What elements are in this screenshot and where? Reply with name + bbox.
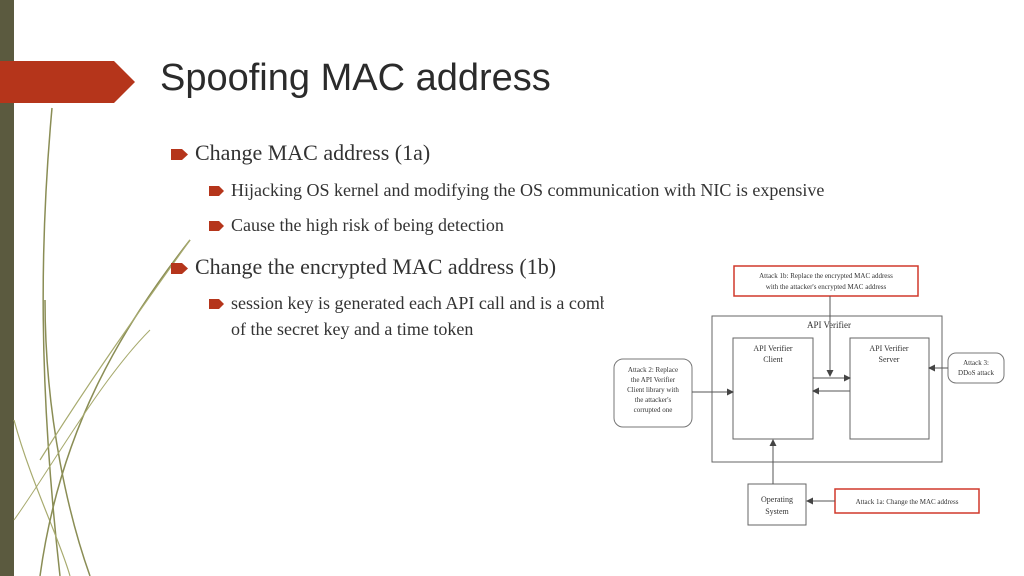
client-line2: Client <box>763 355 783 364</box>
server-box <box>849 337 930 440</box>
client-line1: API Verifier <box>753 344 793 353</box>
os-box <box>747 483 807 526</box>
sub-bullet-1-1: Hijacking OS kernel and modifying the OS… <box>209 180 824 201</box>
attack-3-line2: DDoS attack <box>958 369 994 377</box>
attack-3-box <box>947 352 1005 384</box>
title-accent-arrow <box>0 61 135 103</box>
attack-diagram: Attack 1b: Replace the encrypted MAC add… <box>604 264 1007 541</box>
decorative-curves <box>13 107 191 576</box>
sub-bullet-text-continuation: of the secret key and a time token <box>231 319 474 339</box>
sub-bullet-text: Cause the high risk of being detection <box>231 215 504 235</box>
arrow-bullet-icon <box>171 263 188 274</box>
os-line1: Operating <box>761 495 793 504</box>
attack-1b-box <box>733 265 919 297</box>
sub-bullet-2-1: session key is generated each API call a… <box>209 293 659 314</box>
slide-title: Spoofing MAC address <box>160 57 551 99</box>
attack-2-line2: the API Verifier <box>631 376 676 384</box>
sub-bullet-1-2: Cause the high risk of being detection <box>209 215 504 236</box>
server-line2: Server <box>879 355 900 364</box>
attack-1a-box <box>834 488 980 514</box>
bullet-1-text: Change MAC address (1a) <box>195 140 431 165</box>
server-line1: API Verifier <box>869 344 909 353</box>
arrow-bullet-icon <box>209 186 224 196</box>
bullet-1: Change MAC address (1a) <box>171 140 430 166</box>
attack-2-line1: Attack 2: Replace <box>628 366 678 374</box>
attack-2-box <box>613 358 693 428</box>
sub-bullet-text: Hijacking OS kernel and modifying the OS… <box>231 180 825 200</box>
attack-2-line5: corrupted one <box>634 406 673 414</box>
api-verifier-label: API Verifier <box>807 320 851 330</box>
sub-bullet-text: session key is generated each API call a… <box>231 293 659 313</box>
client-box <box>732 337 814 440</box>
attack-1b-line2: with the attacker's encrypted MAC addres… <box>766 283 887 291</box>
os-line2: System <box>765 507 789 516</box>
attack-2-line4: the attacker's <box>635 396 672 404</box>
arrow-bullet-icon <box>171 149 188 160</box>
arrow-bullet-icon <box>209 221 224 231</box>
left-decor-bar <box>0 0 14 576</box>
bullet-2-text: Change the encrypted MAC address (1b) <box>195 254 557 279</box>
attack-1a-text: Attack 1a: Change the MAC address <box>856 498 959 506</box>
attack-2-line3: Client library with <box>627 386 679 394</box>
bullet-2: Change the encrypted MAC address (1b) <box>171 254 556 280</box>
attack-1b-line1: Attack 1b: Replace the encrypted MAC add… <box>759 272 893 280</box>
attack-3-line1: Attack 3: <box>963 359 989 367</box>
arrow-bullet-icon <box>209 299 224 309</box>
attack-diagram-svg: Attack 1b: Replace the encrypted MAC add… <box>613 265 1005 526</box>
